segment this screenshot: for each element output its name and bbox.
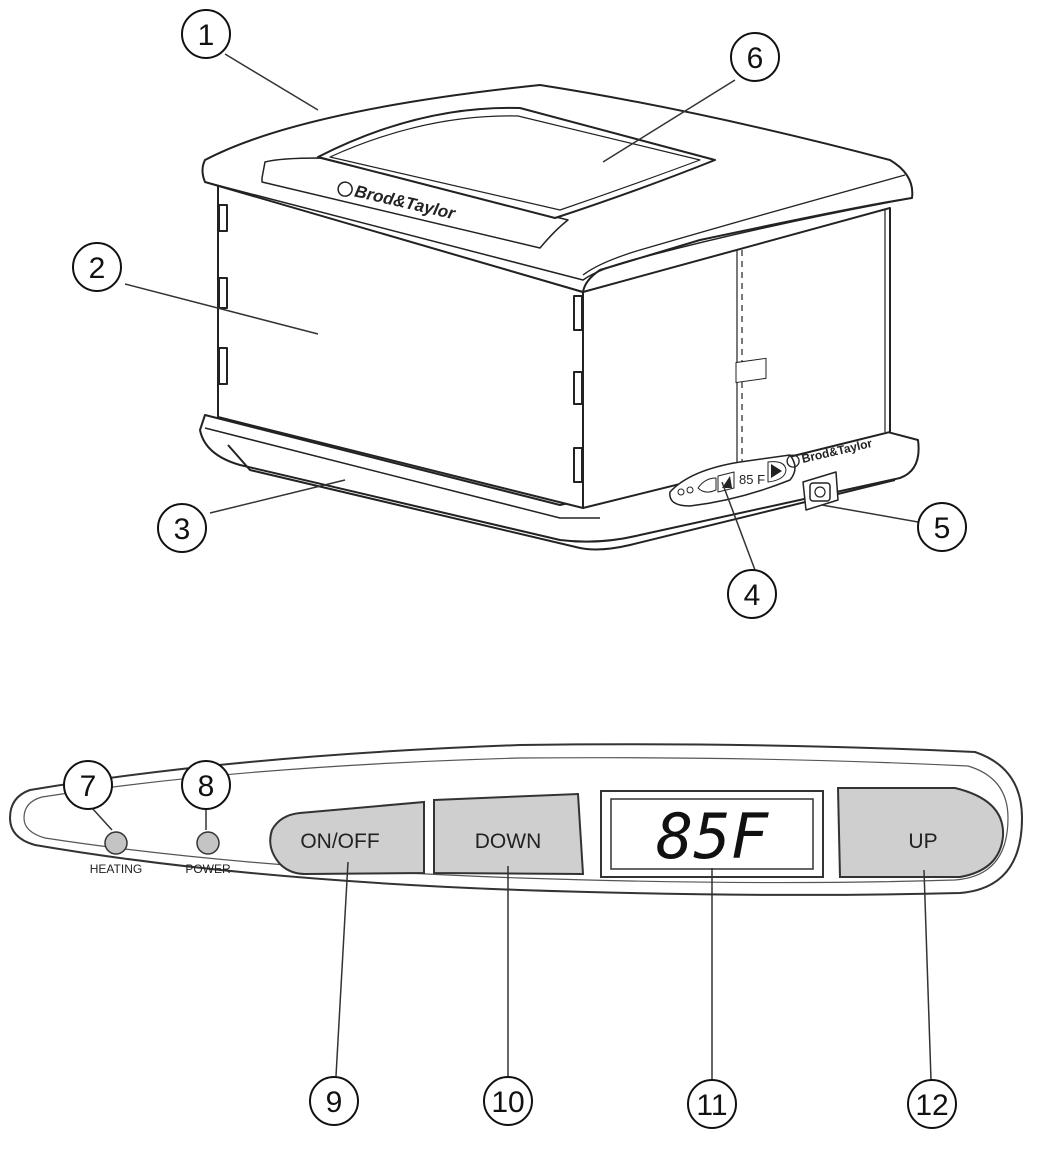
hinge [218, 347, 228, 385]
svg-text:1: 1 [198, 19, 215, 52]
temperature-display: 85F [600, 790, 824, 878]
hinge [218, 277, 228, 309]
callout-4: 4 [727, 569, 777, 619]
svg-text:9: 9 [326, 1086, 343, 1119]
leader-lines-bottom [91, 807, 932, 1081]
leader-lines-top [124, 53, 919, 571]
svg-text:UP: UP [908, 830, 937, 853]
svg-text:4: 4 [744, 579, 761, 612]
svg-text:8: 8 [198, 770, 215, 803]
display-readout: 85F [656, 800, 770, 873]
hinge [573, 295, 583, 331]
svg-text:6: 6 [747, 42, 764, 75]
hinge [573, 447, 583, 483]
callout-5: 5 [917, 502, 967, 552]
svg-text:5: 5 [934, 512, 951, 545]
svg-text:DOWN: DOWN [475, 830, 542, 853]
lid-rim [204, 181, 913, 281]
base-tray-rim [204, 427, 600, 519]
callout-9: 9 [309, 1076, 359, 1126]
hinge [218, 204, 228, 232]
on-off-button[interactable]: ON/OFF [269, 800, 425, 876]
svg-text:12: 12 [915, 1089, 948, 1122]
heating-led-icon [104, 831, 128, 855]
lid-front-band [261, 157, 569, 249]
svg-text:2: 2 [89, 252, 106, 285]
callout-7: 7 [63, 760, 113, 810]
callout-8: 8 [181, 760, 231, 810]
panel-inner-outline [23, 757, 1009, 884]
callout-11: 11 [687, 1079, 737, 1129]
callout-12: 12 [907, 1079, 957, 1129]
svg-text:3: 3 [174, 513, 191, 546]
lid-right-band [582, 174, 906, 276]
heating-label: HEATING [90, 862, 142, 876]
power-led-icon [196, 831, 220, 855]
hinge [573, 371, 583, 405]
up-button[interactable]: UP [836, 787, 1005, 878]
svg-text:10: 10 [491, 1086, 524, 1119]
down-button[interactable]: DOWN [433, 792, 585, 876]
svg-text:7: 7 [80, 770, 97, 803]
callout-1: 1 [181, 9, 231, 59]
mini-display-readout: 85 F [739, 472, 765, 487]
base-tray [199, 414, 920, 543]
callout-2: 2 [72, 242, 122, 292]
power-label: POWER [185, 862, 231, 876]
callout-6: 6 [730, 32, 780, 82]
control-panel-detail: HEATING POWER ON/OFF DOWN 85F UP [8, 743, 1024, 896]
proofer-illustration: Brod&Taylor 85 F Brod&Taylor [199, 84, 920, 551]
callout-10: 10 [483, 1076, 533, 1126]
svg-text:11: 11 [696, 1089, 727, 1122]
svg-text:ON/OFF: ON/OFF [300, 830, 379, 853]
base-tray-lower [227, 444, 896, 551]
callout-3: 3 [157, 503, 207, 553]
